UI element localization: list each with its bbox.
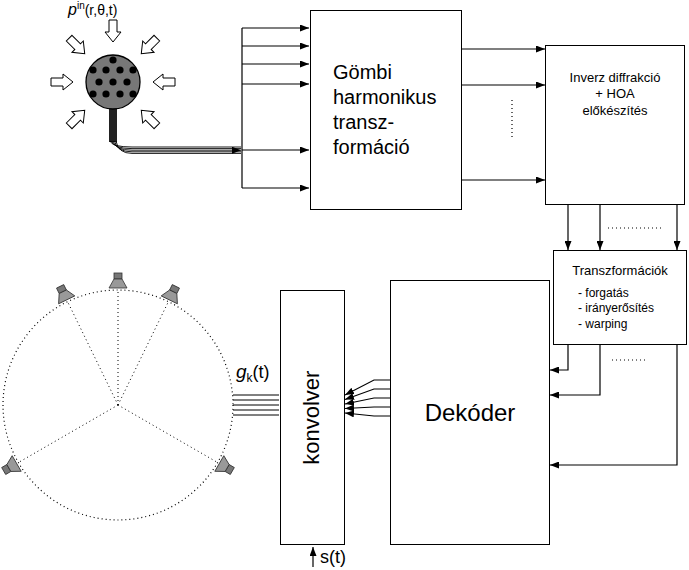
microphone-sphere xyxy=(86,55,140,109)
loudspeaker-circle xyxy=(3,290,233,520)
capsule-dot xyxy=(102,66,109,73)
signal-name: p xyxy=(68,1,77,18)
radial-line xyxy=(68,303,118,405)
channel-arrow xyxy=(567,205,568,250)
channel-arrow xyxy=(345,407,390,409)
radial-line xyxy=(118,405,216,462)
convolver-box: konvolver xyxy=(280,290,345,545)
channel-arrow xyxy=(462,48,545,49)
transform-box: Gömbi harmonikus transz- formáció xyxy=(310,10,462,210)
label-group: s(t) xyxy=(320,548,346,566)
capsule-dot xyxy=(95,78,102,85)
superscript: in xyxy=(77,0,85,11)
ellipsis-dots xyxy=(612,359,646,360)
input-bus xyxy=(110,28,309,188)
wave-arrow xyxy=(153,74,175,90)
loudspeaker-symbol xyxy=(215,456,237,479)
output-wire xyxy=(233,410,279,411)
output-wire xyxy=(233,400,279,401)
loudspeakers xyxy=(0,273,237,479)
capsule-dot xyxy=(89,90,96,97)
output-lines xyxy=(233,395,279,415)
capsule-dot xyxy=(102,90,109,97)
box-label: Dekóder xyxy=(425,398,516,428)
microphone-stem xyxy=(109,106,117,142)
loudspeaker-symbol xyxy=(109,273,127,288)
radial-line xyxy=(118,292,119,405)
microphone-wire xyxy=(110,141,241,147)
channel-arrow xyxy=(462,84,545,85)
capsule-dot xyxy=(116,90,123,97)
wave-arrow xyxy=(136,33,163,60)
input-signal-arrow xyxy=(312,547,313,567)
loudspeaker-symbol xyxy=(0,456,21,479)
output-wire xyxy=(233,395,279,396)
output-wire xyxy=(233,405,279,406)
channel-arrow xyxy=(550,345,677,465)
channel-arrow xyxy=(550,345,600,395)
signal-bundle xyxy=(462,49,545,180)
radial-line xyxy=(118,303,168,405)
channel-line xyxy=(242,83,309,84)
subscript: k xyxy=(247,371,253,385)
wave-arrow xyxy=(64,105,91,132)
loudspeaker-symbol xyxy=(161,282,184,303)
capsule-dot xyxy=(109,56,116,63)
channel-line xyxy=(242,45,309,46)
capsule-dot xyxy=(109,78,116,85)
box-label: Inverz diffrakció + HOA előkészítés xyxy=(566,70,665,119)
microphone-wire xyxy=(116,141,241,153)
process-box: Inverz diffrakció + HOA előkészítés xyxy=(545,45,685,205)
list-item: - warping xyxy=(578,317,627,333)
radial-line xyxy=(20,405,118,462)
signal-arguments: (t) xyxy=(253,362,270,382)
output-wire xyxy=(233,415,279,416)
incident-wave-arrows xyxy=(51,20,175,131)
microphone-wire xyxy=(112,141,242,149)
channel-line xyxy=(242,63,309,64)
decoder-box: Dekóder xyxy=(390,280,550,545)
microphone-array xyxy=(86,55,140,142)
wave-arrow xyxy=(105,20,121,42)
label-group: pin(r,θ,t) xyxy=(68,1,117,18)
box-heading: Transzformációk xyxy=(572,263,668,280)
channel-line xyxy=(242,187,309,188)
label-group: gk(t) xyxy=(236,362,270,384)
channel-arrow xyxy=(599,205,600,250)
process-box: Transzformációk - forgatás- irányerősítés… xyxy=(553,250,687,345)
wave-arrow xyxy=(64,33,91,60)
channel-line xyxy=(242,27,309,28)
box-label: Gömbi harmonikus transz- formáció xyxy=(333,60,453,160)
channel-arrow xyxy=(462,179,545,180)
microphone-wire xyxy=(115,141,242,152)
loudspeaker-symbol xyxy=(52,282,75,303)
box-label: konvolver xyxy=(299,370,327,464)
bus-line xyxy=(241,28,242,188)
microphone-wire xyxy=(113,141,241,150)
signal-bundle xyxy=(568,205,677,250)
capsule-dot xyxy=(123,78,130,85)
ellipsis-dots xyxy=(608,227,664,228)
wave-arrow xyxy=(51,74,73,90)
channel-arrow xyxy=(676,205,677,250)
capsule-dot xyxy=(129,90,136,97)
ellipsis-dots xyxy=(511,100,512,140)
channel-arrow xyxy=(345,380,390,395)
signal-arguments: (r,θ,t) xyxy=(85,2,118,18)
list-item: - forgatás xyxy=(578,286,629,302)
signal-name: s(t) xyxy=(320,547,346,567)
signal-name: g xyxy=(236,361,247,382)
channel-line xyxy=(242,149,309,150)
capsule-dot xyxy=(129,66,136,73)
channel-arrow xyxy=(345,398,390,404)
capsule-dot xyxy=(89,66,96,73)
capsule-dot xyxy=(116,66,123,73)
channel-arrow xyxy=(345,413,390,416)
channel-arrow xyxy=(550,345,568,370)
list-item: - irányerősítés xyxy=(578,301,654,317)
wave-arrow xyxy=(136,105,163,132)
signal-bundle xyxy=(345,380,390,416)
signal-bundle xyxy=(550,345,677,465)
